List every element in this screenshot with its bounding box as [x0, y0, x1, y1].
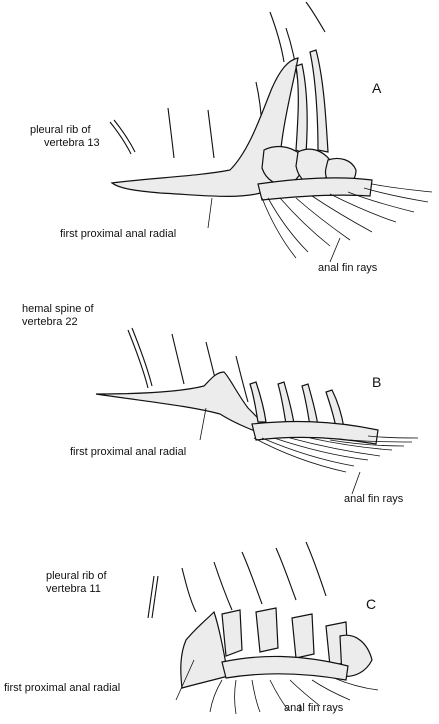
panel-c-rib-5 [276, 548, 296, 600]
panel-c-centrum-1 [222, 610, 242, 656]
panel-a-label-rays: anal fin rays [318, 262, 377, 275]
panel-b-radial-5 [326, 390, 344, 428]
panel-b-label-rays: anal fin rays [344, 493, 403, 506]
panel-c-label-rib: pleural rib of [46, 570, 107, 583]
panel-a-label-rib-line2: vertebra 13 [44, 137, 100, 150]
panel-b-leader-rays [352, 472, 360, 494]
panel-a-rib-2 [270, 12, 284, 62]
panel-b-letter: B [372, 374, 381, 390]
panel-b-drawing [96, 328, 418, 494]
panel-b-radial-4 [302, 384, 318, 426]
panel-c-label-rib-line2: vertebra 11 [46, 583, 101, 596]
panel-a-pleural-rib-13 [110, 120, 135, 154]
panel-c-first-proximal-anal-radial [181, 612, 228, 688]
panel-c-centrum-3 [292, 614, 314, 658]
panel-a-drawing [110, 2, 432, 262]
panel-a-rib-5 [208, 110, 214, 158]
panel-c-drawing [148, 542, 378, 714]
panel-c-centrum-2 [256, 608, 278, 652]
panel-b-hemal-spine-22 [128, 328, 152, 388]
panel-a-leader-rays [330, 238, 340, 262]
panel-a-radial-3 [310, 50, 328, 152]
panel-b-radial-3 [278, 382, 294, 424]
panel-a-rib-4 [168, 108, 174, 158]
panel-b-spine-2 [172, 334, 184, 384]
panel-b-label-radial: first proximal anal radial [70, 446, 186, 459]
panel-c-rib-4 [242, 552, 262, 604]
panel-b-label-spine-line2: vertebra 22 [22, 316, 78, 329]
panel-a-label-radial: first proximal anal radial [60, 228, 176, 241]
panel-c-rib-3 [214, 562, 232, 610]
panel-a-radial-2 [296, 64, 307, 154]
panel-a-letter: A [372, 80, 381, 96]
panel-c-letter: C [366, 596, 376, 612]
panel-a-rib-1 [306, 2, 325, 32]
panel-b-leader-radial [200, 408, 206, 440]
panel-c-label-radial: first proximal anal radial [4, 682, 120, 695]
panel-b-anal-fin-rays [254, 436, 418, 472]
panel-c-rib-6 [306, 542, 326, 596]
panel-c-pleural-rib-11 [148, 576, 158, 618]
panel-a-leader-radial [208, 198, 212, 228]
panel-c-rib-2 [182, 568, 196, 612]
panel-a-fin-base [258, 178, 372, 200]
panel-b-label-spine: hemal spine of [22, 303, 94, 316]
panel-c-label-rays: anal fin rays [284, 702, 343, 715]
panel-a-label-rib: pleural rib of [30, 124, 91, 137]
